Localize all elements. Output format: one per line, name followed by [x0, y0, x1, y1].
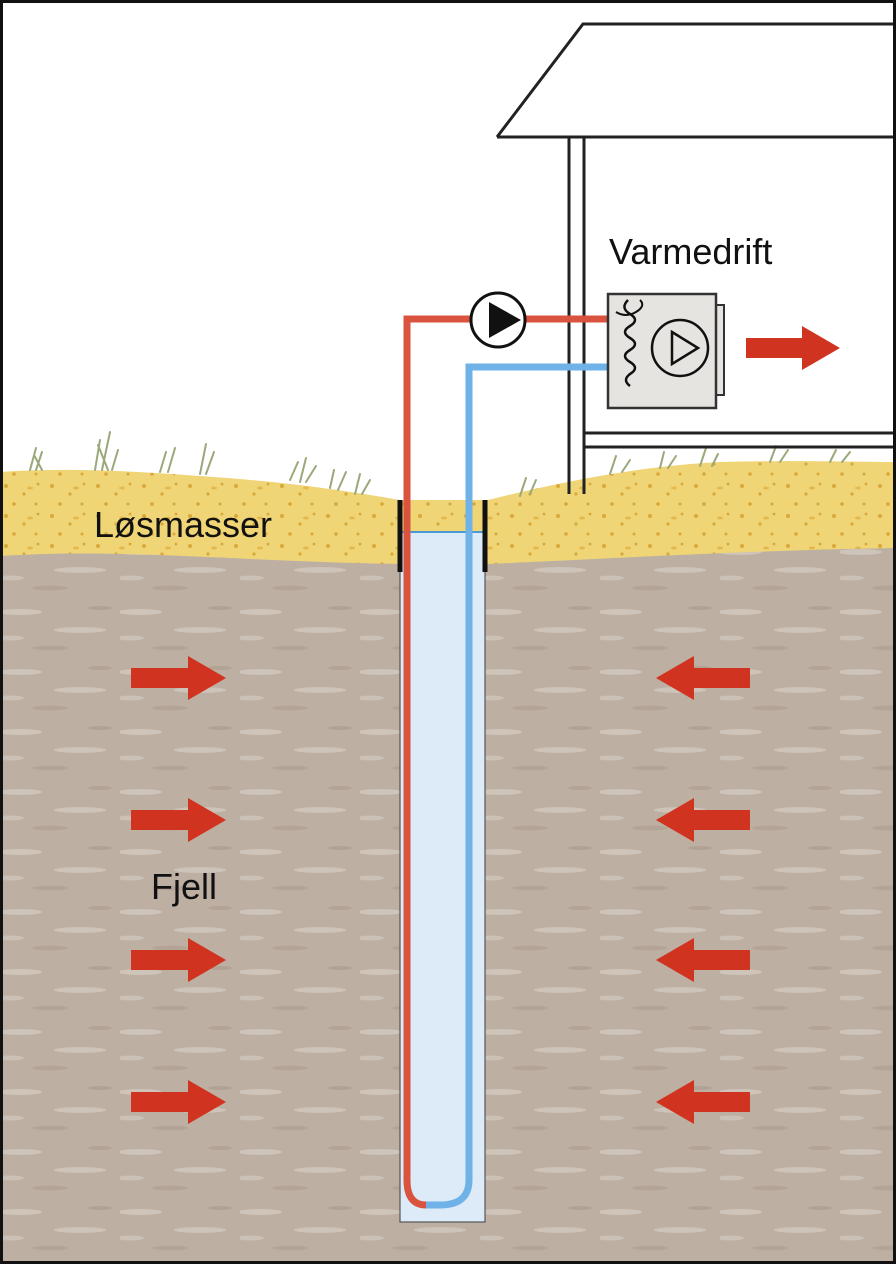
heat-arrow [131, 1080, 226, 1124]
heat-flow-left [131, 656, 226, 1124]
right-arrow-icon [746, 326, 840, 370]
grass [29, 431, 851, 497]
heat-arrow [656, 1080, 750, 1124]
cold-pipe [426, 363, 610, 1209]
heat-arrow [131, 798, 226, 842]
label-soil: Løsmasser [94, 504, 272, 545]
heat-arrow [656, 938, 750, 982]
hot-pipe [403, 315, 610, 1209]
heat-flow-right [656, 656, 750, 1124]
house-roof [495, 22, 896, 139]
heat-arrow [131, 938, 226, 982]
label-bedrock: Fjell [151, 866, 217, 907]
pump-triangle-icon [469, 291, 527, 349]
heat-arrow [656, 656, 750, 700]
heat-arrow [656, 798, 750, 842]
label-heating: Varmedrift [609, 231, 772, 272]
soil-layer [0, 461, 896, 564]
heat-pump-icon [606, 292, 725, 410]
heat-arrow [131, 656, 226, 700]
